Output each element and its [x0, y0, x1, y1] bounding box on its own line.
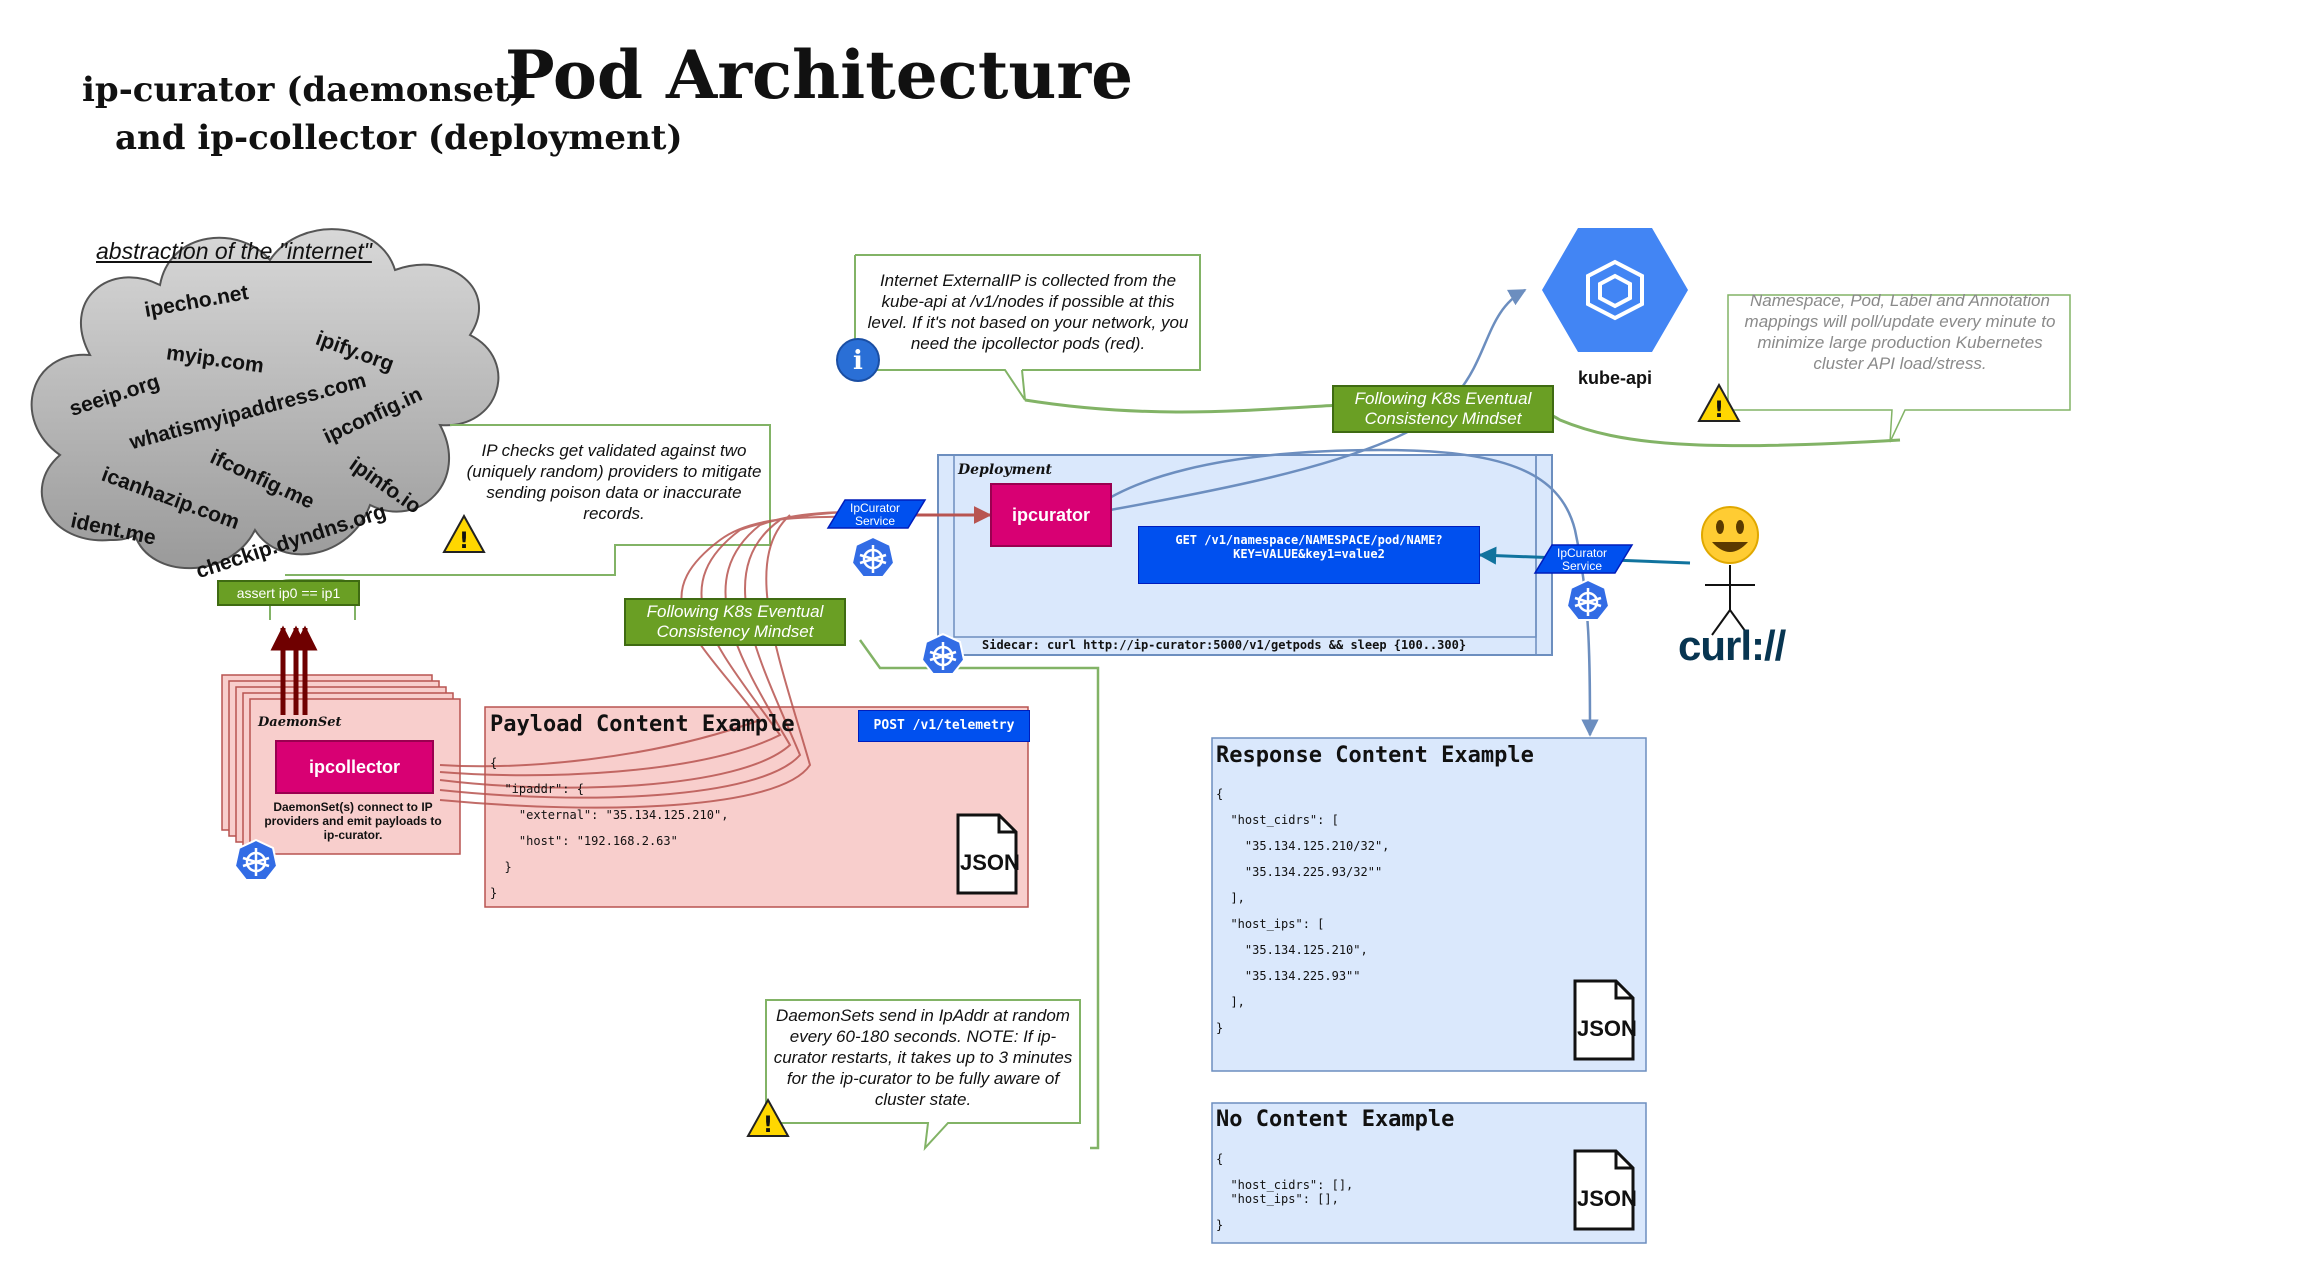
polling-note: Namespace, Pod, Label and Annotation map… [1744, 291, 2056, 373]
externalip-note: Internet ExternalIP is collected from th… [867, 271, 1189, 353]
kube-api-hexagon [1542, 228, 1688, 352]
json-file-icon [956, 813, 1018, 895]
payload-line: "external": "35.134.125.210", [490, 808, 729, 822]
polling-note-outline [1727, 294, 2071, 443]
payload-title: Payload Content Example [490, 712, 795, 737]
daemonset-description: DaemonSet(s) connect to IP providers and… [264, 800, 442, 842]
response-line: "35.134.125.210/32", [1216, 839, 1390, 853]
get-request-label: GET /v1/namespace/NAMESPACE/pod/NAME? KE… [1138, 526, 1480, 584]
warning-icon: ! [442, 514, 486, 554]
service-shape-right [1533, 544, 1634, 574]
payload-line: "host": "192.168.2.63" [490, 834, 678, 848]
daemonset-timing-note: DaemonSets send in IpAddr at random ever… [773, 1006, 1073, 1109]
kube-api-label: kube-api [1578, 368, 1653, 388]
kubernetes-icon [920, 632, 966, 675]
title-line2: and ip-collector (deployment) [115, 118, 683, 158]
kubernetes-icon [1565, 578, 1611, 621]
assert-label: assert ip0 == ip1 [217, 580, 360, 606]
curl-logo: curl:// [1678, 622, 1786, 669]
response-line: ], [1216, 891, 1245, 905]
user-stick-figure [1705, 565, 1755, 636]
daemonset-title: DaemonSet [258, 715, 342, 730]
validation-note-outline [285, 424, 771, 576]
ipcurator-pod[interactable]: ipcurator [990, 483, 1112, 547]
kubernetes-icon [233, 838, 279, 881]
svg-text:!: ! [1714, 398, 1724, 423]
response-line: "35.134.225.93"" [1216, 969, 1361, 983]
externalip-note-outline [854, 255, 1026, 401]
response-title: Response Content Example [1216, 743, 1534, 768]
telemetry-endpoint: POST /v1/telemetry [858, 710, 1030, 742]
warning-icon: ! [1697, 383, 1741, 423]
kubernetes-icon [850, 535, 896, 578]
page-title: Pod Architecture [505, 36, 1134, 114]
response-line: "35.134.225.93/32"" [1216, 865, 1383, 879]
response-line: "35.134.125.210", [1216, 943, 1368, 957]
sidecar-label: Sidecar: curl http://ip-curator:5000/v1/… [982, 638, 1467, 652]
json-file-icon [1573, 1149, 1635, 1231]
deployment-title: Deployment [958, 462, 1052, 478]
internet-heading: abstraction of the "internet" [96, 238, 372, 264]
cloud-shape [30, 228, 500, 570]
no-content-line: { [1216, 1152, 1224, 1166]
validation-note: IP checks get validated against two (uni… [466, 441, 762, 523]
service-shape-left [826, 499, 927, 529]
json-file-icon [1573, 979, 1635, 1061]
service-label: IpCurator Service [1556, 546, 1608, 573]
no-content-title: No Content Example [1216, 1107, 1455, 1132]
no-content-line: "host_cidrs": [], [1216, 1178, 1354, 1192]
warning-icon: ! [746, 1098, 790, 1138]
info-icon: i [836, 338, 880, 382]
payload-line: { [490, 756, 498, 770]
response-line: } [1216, 1021, 1224, 1035]
json-badge: JSON [1577, 1186, 1637, 1211]
no-content-line: "host_ips": [], [1216, 1192, 1339, 1206]
smiley-icon [1701, 506, 1759, 564]
ipcollector-pod[interactable]: ipcollector [275, 740, 434, 794]
service-label: IpCurator Service [849, 501, 901, 528]
response-line: { [1216, 787, 1224, 801]
consistency-label: Following K8s Eventual Consistency Minds… [1332, 385, 1554, 433]
response-line: "host_cidrs": [ [1216, 813, 1339, 827]
response-line: ], [1216, 995, 1245, 1009]
title-prefix: ip-curator (daemonset) [82, 70, 526, 110]
json-badge: JSON [960, 850, 1020, 875]
daemonset-note-outline [765, 999, 1081, 1151]
payload-line: } [490, 886, 498, 900]
json-badge: JSON [1577, 1016, 1637, 1041]
svg-text:!: ! [763, 1113, 773, 1138]
payload-line: "ipaddr": { [490, 782, 584, 796]
payload-line: } [490, 860, 512, 874]
no-content-line: } [1216, 1218, 1224, 1232]
response-line: "host_ips": [ [1216, 917, 1325, 931]
svg-text:!: ! [459, 529, 469, 554]
svg-text:i: i [853, 346, 863, 376]
consistency-label: Following K8s Eventual Consistency Minds… [624, 598, 846, 646]
